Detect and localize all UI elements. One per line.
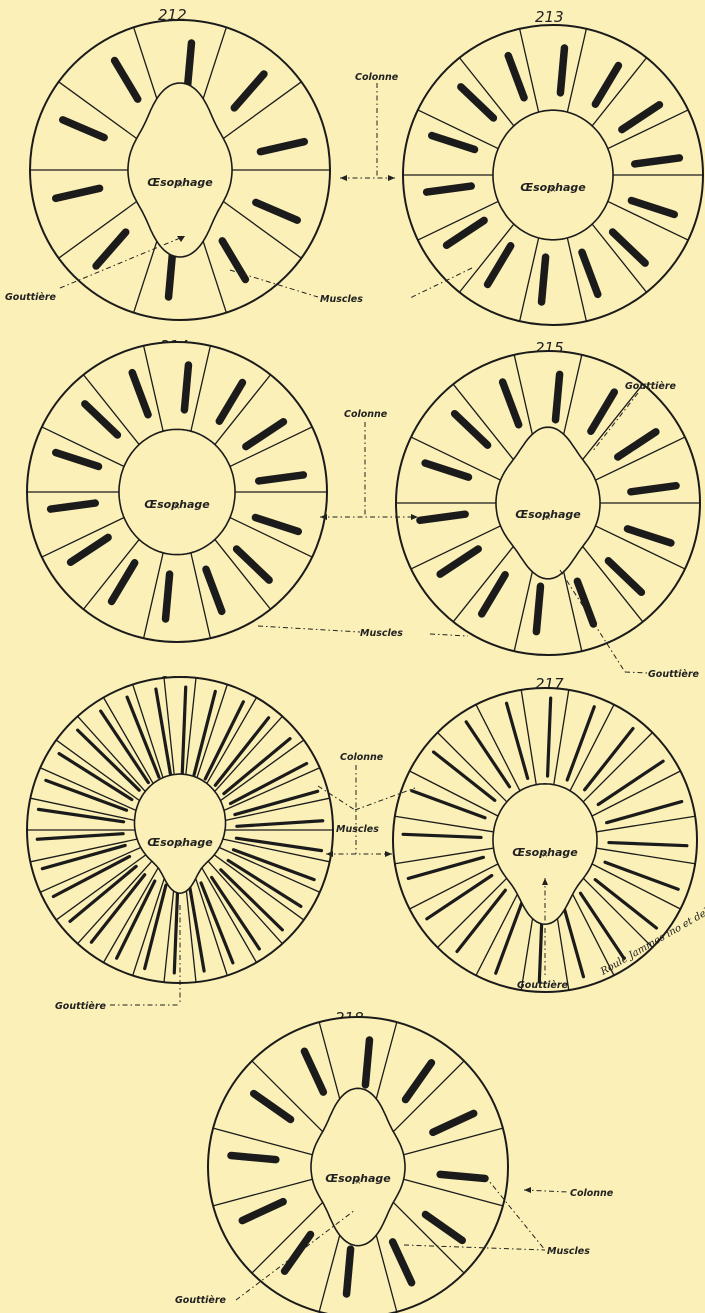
muscle-band [440, 1174, 485, 1178]
figure-number-213: 213 [535, 8, 564, 26]
muscles-label-middle: Muscles [360, 628, 403, 639]
column-label-top: Colonne [355, 72, 399, 83]
section-212: × [30, 20, 330, 320]
section-214: × [27, 342, 327, 642]
esophagus-label-216: Œsophage [147, 836, 213, 849]
muscle-band [169, 252, 173, 297]
muscle-band [365, 1040, 369, 1085]
esophagus-label-218: Œsophage [325, 1172, 391, 1185]
column-label-bottom: Colonne [570, 1188, 614, 1199]
groove-label-215-bottom: Gouttière [648, 669, 700, 680]
muscles-label-bottom: Muscles [547, 1246, 590, 1257]
groove-label-215-top: Gouttière [625, 381, 677, 392]
muscle-band [542, 257, 546, 302]
muscle-band [347, 1249, 351, 1294]
section-216: × [27, 677, 333, 983]
esophagus-label-215: Œsophage [515, 508, 581, 521]
groove-label-216: Gouttière [55, 1001, 107, 1012]
esophagus-lumen-213 [493, 110, 613, 240]
groove-label-218: Gouttière [175, 1295, 227, 1306]
esophagus-label-214: Œsophage [144, 498, 210, 511]
muscles-label-lower: Muscles [336, 824, 379, 835]
muscle-band [536, 586, 540, 631]
esophagus-label-217: Œsophage [512, 846, 578, 859]
section-215: × [396, 351, 700, 655]
groove-label-217: Gouttière [517, 980, 569, 991]
muscle-band [187, 43, 191, 88]
muscle-band [231, 1156, 276, 1160]
muscle-band [556, 374, 560, 419]
muscle-band [184, 365, 188, 410]
esophagus-label-212: Œsophage [147, 176, 213, 189]
column-label-lower: Colonne [340, 752, 384, 763]
muscle-band [166, 574, 170, 619]
esophagus-label-213: Œsophage [520, 181, 586, 194]
esophagus-lumen-214 [119, 429, 235, 554]
section-218: × [208, 1017, 508, 1313]
muscles-label-top: Muscles [320, 294, 363, 305]
groove-label-212: Gouttière [5, 292, 57, 303]
column-label-middle: Colonne [344, 409, 388, 420]
muscle-band [560, 48, 564, 93]
